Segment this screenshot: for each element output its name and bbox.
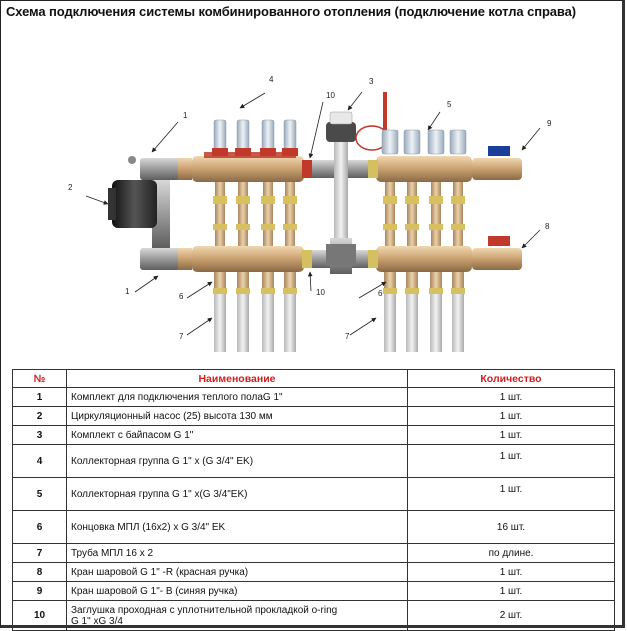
heating-manifold-diagram: 1 2 1 4 10 3 5 9 6 10 8 7 6 7 — [68, 75, 552, 352]
row-qty: 1 шт. — [407, 406, 615, 426]
callout-3: 3 — [369, 77, 374, 86]
row-qty: 1 шт. — [407, 477, 615, 511]
table-row: 9 Кран шаровой G 1"- B (синяя ручка) 1 ш… — [12, 581, 615, 601]
col-header-name: Наименование — [66, 369, 408, 388]
callout-10a: 10 — [326, 91, 335, 100]
row-name-line2: G 1" xG 3/4 — [71, 615, 123, 627]
row-qty: 1 шт. — [407, 581, 615, 601]
table-row: 4 Коллекторная группа G 1" x (G 3/4" EK)… — [12, 444, 615, 478]
row-num: 4 — [12, 444, 67, 478]
callout-2: 2 — [68, 183, 73, 192]
col-header-num: № — [12, 369, 67, 388]
callout-7a: 7 — [179, 332, 184, 341]
table-row: 2 Циркуляционный насос (25) высота 130 м… — [12, 406, 615, 426]
table-row: 5 Коллекторная группа G 1" x(G 3/4"EK) 1… — [12, 477, 615, 511]
callout-6b: 6 — [378, 289, 383, 298]
table-row: 8 Кран шаровой G 1" -R (красная ручка) 1… — [12, 562, 615, 582]
row-name: Кран шаровой G 1"- B (синяя ручка) — [66, 581, 408, 601]
ball-valve-red — [472, 236, 522, 270]
row-num: 6 — [12, 510, 67, 544]
row-qty: 1 шт. — [407, 425, 615, 445]
row-qty: 1 шт. — [407, 387, 615, 407]
callout-9: 9 — [547, 119, 552, 128]
row-qty: 16 шт. — [407, 510, 615, 544]
callout-7b: 7 — [345, 332, 350, 341]
row-num: 8 — [12, 562, 67, 582]
row-name: Комплект для подключения теплого полаG 1… — [66, 387, 408, 407]
callout-8: 8 — [545, 222, 550, 231]
callout-6a: 6 — [179, 292, 184, 301]
callout-10b: 10 — [316, 288, 325, 297]
row-num: 2 — [12, 406, 67, 426]
collector-group-right — [368, 156, 472, 272]
row-qty: 1 шт. — [407, 444, 615, 478]
circulation-pump — [112, 180, 157, 228]
col-header-qty: Количество — [407, 369, 615, 388]
row-name: Циркуляционный насос (25) высота 130 мм — [66, 406, 408, 426]
table-row: 7 Труба МПЛ 16 x 2 по длине. — [12, 543, 615, 563]
row-name: Коллекторная группа G 1" x(G 3/4"EK) — [66, 477, 408, 511]
page-title: Схема подключения системы комбинированно… — [6, 4, 576, 19]
row-name: Труба МПЛ 16 x 2 — [66, 543, 408, 563]
row-name-line1: Заглушка проходная с уплотнительной прок… — [71, 604, 338, 616]
left-outlets — [212, 119, 298, 352]
table-row: 3 Комплект с байпасом G 1" 1 шт. — [12, 425, 615, 445]
row-qty: 2 шт. — [407, 600, 615, 631]
callout-1a: 1 — [183, 111, 188, 120]
table-row: 1 Комплект для подключения теплого полаG… — [12, 387, 615, 407]
row-num: 7 — [12, 543, 67, 563]
row-num: 10 — [12, 600, 67, 631]
table-row: 6 Концовка МПЛ (16x2) x G 3/4" EK 16 шт. — [12, 510, 615, 544]
bypass-kit — [312, 92, 389, 274]
pump-assembly — [108, 156, 192, 270]
callout-4: 4 — [269, 75, 274, 84]
row-name: Комплект с байпасом G 1" — [66, 425, 408, 445]
row-num: 3 — [12, 425, 67, 445]
row-num: 5 — [12, 477, 67, 511]
row-name: Коллекторная группа G 1" x (G 3/4" EK) — [66, 444, 408, 478]
callout-1b: 1 — [125, 287, 130, 296]
table-header-row: № Наименование Количество — [12, 369, 615, 388]
specification-table: № Наименование Количество 1 Комплект для… — [12, 369, 615, 631]
row-num: 1 — [12, 387, 67, 407]
right-outlets — [381, 129, 467, 352]
row-name: Заглушка проходная с уплотнительной прок… — [66, 600, 408, 631]
row-name: Концовка МПЛ (16x2) x G 3/4" EK — [66, 510, 408, 544]
callouts: 1 2 1 4 10 3 5 9 6 10 8 7 6 7 — [68, 75, 552, 341]
table-row: 10 Заглушка проходная с уплотнительной п… — [12, 600, 615, 631]
row-qty: 1 шт. — [407, 562, 615, 582]
callout-5: 5 — [447, 100, 452, 109]
row-num: 9 — [12, 581, 67, 601]
row-name: Кран шаровой G 1" -R (красная ручка) — [66, 562, 408, 582]
row-qty: по длине. — [407, 543, 615, 563]
ball-valve-blue — [472, 146, 522, 180]
